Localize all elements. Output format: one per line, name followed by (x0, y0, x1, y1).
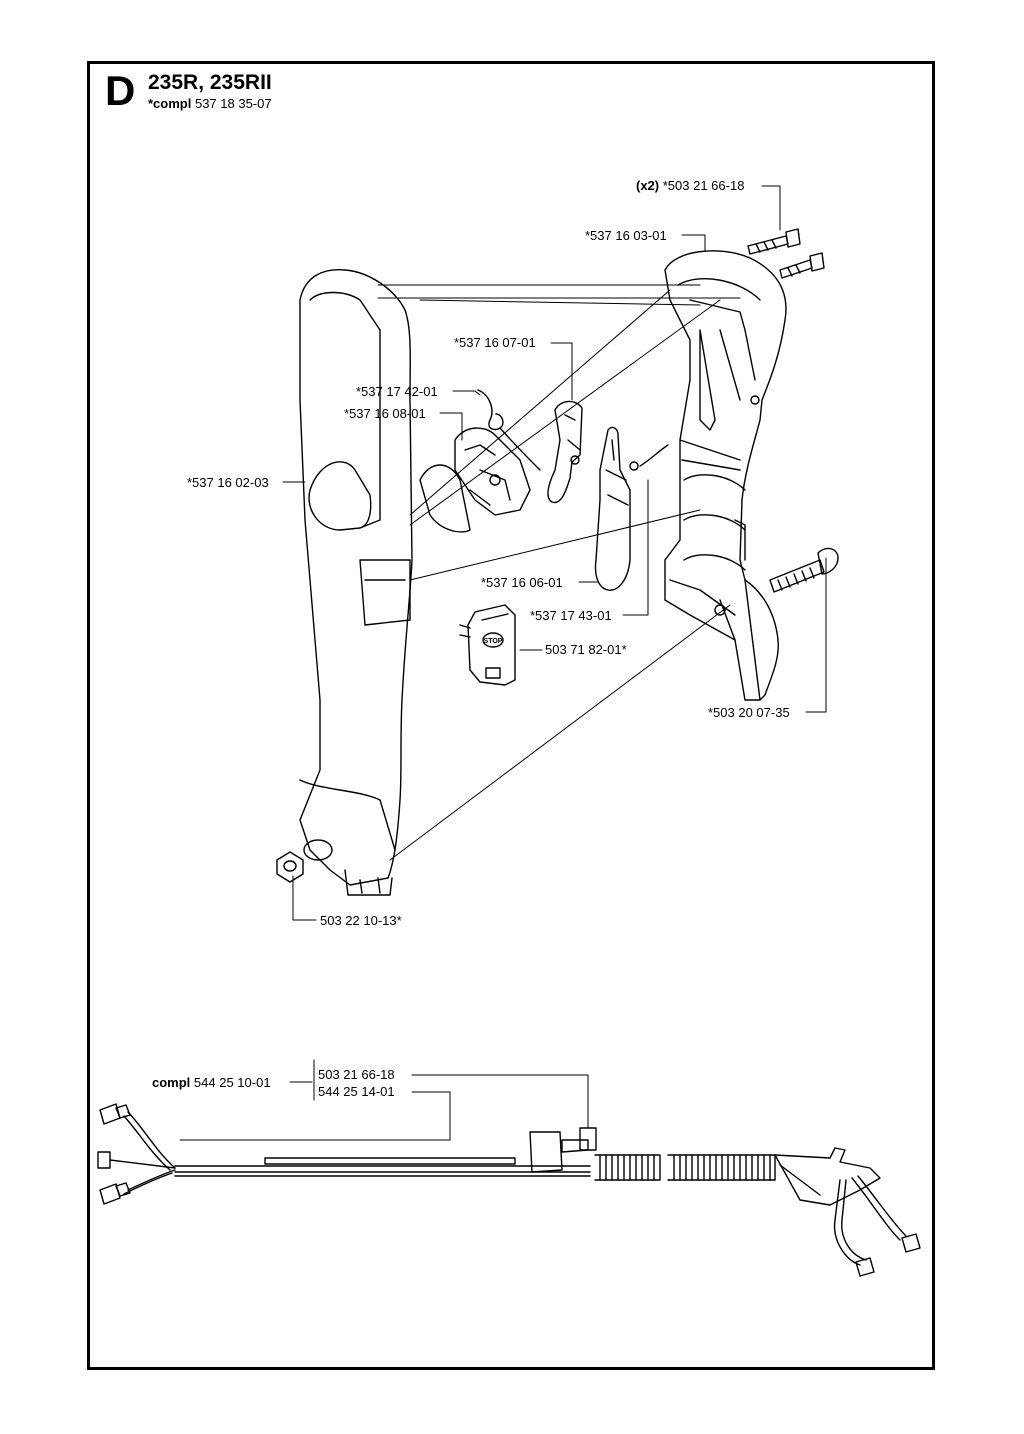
model-title: 235R, 235RII (148, 71, 272, 94)
part-label-stop-switch: 503 71 82-01* (545, 642, 627, 657)
spring-small-shape (477, 389, 541, 471)
nut-shape (276, 851, 304, 883)
throttle-trigger-shape (594, 426, 631, 591)
screw-top-1-shape (747, 228, 801, 255)
part-label-long-screw: *503 20 07-35 (708, 705, 790, 720)
spring-throttle-shape (629, 444, 669, 471)
section-letter: D (105, 67, 136, 114)
part-label-trigger-lever: *537 16 08-01 (344, 406, 426, 421)
part-label-throttle-lockout: *537 16 07-01 (454, 335, 536, 350)
cable-kit-item-1: 503 21 66-18 (318, 1067, 395, 1082)
trigger-lever-shape (419, 427, 531, 533)
cable-harness-shape (97, 1103, 921, 1277)
assembly-axis-lines (377, 284, 741, 861)
part-label-handle-half-left: *537 16 02-03 (187, 475, 269, 490)
stop-switch-shape (459, 604, 516, 686)
cable-kit-label: compl 544 25 10-01 (152, 1075, 271, 1090)
drawing-frame (87, 61, 935, 1370)
part-label-spring-small: *537 17 42-01 (356, 384, 438, 399)
part-label-throttle-trigger: *537 16 06-01 (481, 575, 563, 590)
throttle-lockout-shape (547, 400, 583, 504)
stop-switch-label: STOP (484, 638, 503, 645)
part-label-handle-half-right: *537 16 03-01 (585, 228, 667, 243)
handle-half-left-shape (299, 268, 413, 896)
compl-number: 537 18 35-07 (194, 96, 272, 111)
part-label-spring-throttle: *537 17 43-01 (530, 608, 612, 623)
assembly-number: *compl 537 18 35-07 (148, 97, 272, 110)
compl-prefix: *compl (148, 96, 192, 111)
long-screw-shape (769, 547, 839, 593)
part-label-nut: 503 22 10-13* (320, 913, 402, 928)
handle-half-right-shape (664, 250, 787, 701)
cable-kit-item-2: 544 25 14-01 (318, 1084, 395, 1099)
cable-kit-leaders (179, 1059, 589, 1141)
part-label-screw-pair: (x2) *503 21 66-18 (636, 178, 745, 193)
leader-lines (282, 185, 827, 921)
screw-top-2-shape (779, 252, 825, 279)
